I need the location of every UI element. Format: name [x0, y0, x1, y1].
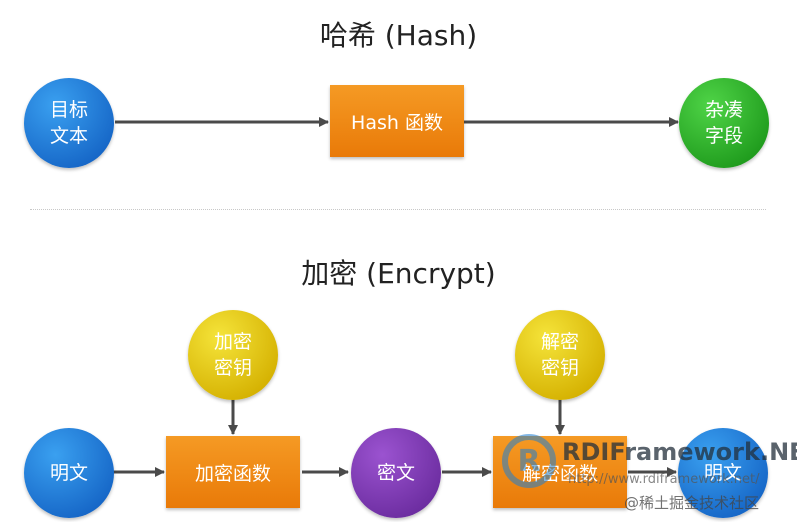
plaintext-input-node: 明文: [24, 428, 114, 518]
decrypt-key-node: 解密 密钥: [515, 310, 605, 400]
ciphertext-node: 密文: [351, 428, 441, 518]
encrypt-key-node: 加密 密钥: [188, 310, 278, 400]
decrypt-function-label: 解密函数: [521, 462, 598, 485]
encrypt-function-label: 加密函数: [194, 462, 271, 485]
ciphertext-label: 密文: [376, 462, 415, 484]
decrypt-key-label: 解密 密钥: [540, 331, 579, 379]
target-text-node: 目标 文本: [24, 78, 114, 168]
encrypt-key-label: 加密 密钥: [213, 331, 252, 379]
hash-title: 哈希 (Hash): [319, 19, 478, 52]
plaintext-output-node: 明文: [678, 428, 768, 518]
plaintext-output-label: 明文: [703, 462, 742, 484]
encrypt-title: 加密 (Encrypt): [301, 257, 496, 290]
decrypt-function-box: 解密函数: [493, 436, 627, 508]
target-text-label: 目标 文本: [49, 99, 88, 147]
section-divider: [30, 209, 766, 210]
hash-output-label: 杂凑 字段: [704, 99, 743, 147]
hash-function-box: Hash 函数: [330, 85, 464, 157]
hash-function-label: Hash 函数: [351, 111, 443, 134]
hash-output-node: 杂凑 字段: [679, 78, 769, 168]
plaintext-input-label: 明文: [49, 462, 88, 484]
encrypt-function-box: 加密函数: [166, 436, 300, 508]
